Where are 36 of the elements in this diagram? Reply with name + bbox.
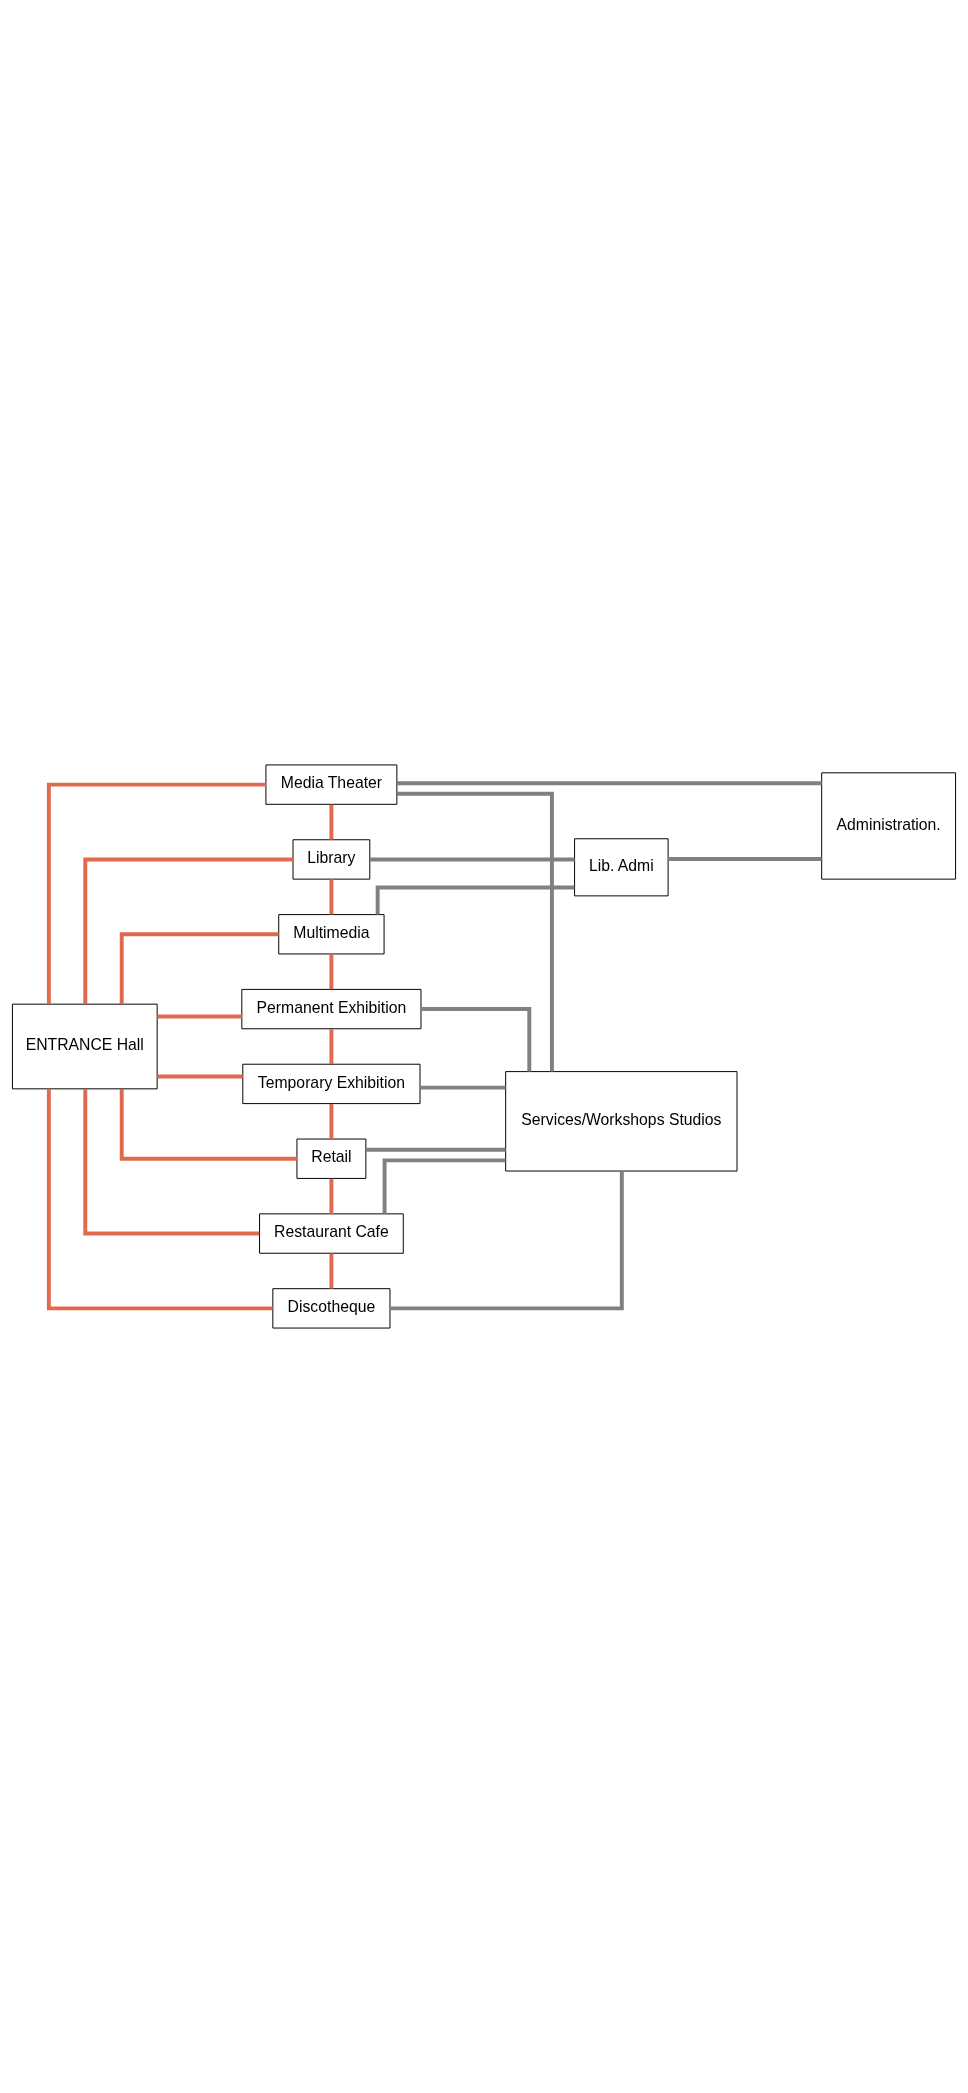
connector [396,791,554,1072]
connector [46,782,266,1005]
node-box: Permanent Exhibition [241,988,422,1030]
node-box: Retail [296,1138,367,1179]
node-box: ENTRANCE Hall [11,1003,158,1090]
node-box: Library [292,839,371,880]
connector [421,1007,532,1072]
connector [119,1088,297,1161]
connector [329,1103,334,1139]
node-box: Administration. [821,772,957,880]
node-box: Temporary Exhibition [242,1063,421,1105]
connector [329,954,334,990]
node-box: Services/Workshops Studios [505,1071,738,1172]
connector [390,1171,624,1311]
connector [119,932,279,1005]
connector [329,1178,334,1214]
connector [46,1088,273,1311]
connector [420,1085,506,1090]
node-box: Media Theater [265,764,398,805]
node-box: Discotheque [272,1288,391,1329]
connector [396,781,822,786]
connector [329,1029,334,1065]
connector [157,1014,242,1019]
connector [329,804,334,840]
connector [382,1158,506,1214]
connector [83,857,293,1005]
connector [329,1253,334,1289]
connector [157,1074,243,1079]
connector [668,857,822,861]
connector [83,1088,260,1236]
connector [329,879,334,915]
node-box: Multimedia [278,914,385,955]
connector [369,857,575,862]
node-box: Lib. Admi [574,838,669,897]
node-box: Restaurant Cafe [259,1213,404,1254]
connector [366,1147,506,1152]
